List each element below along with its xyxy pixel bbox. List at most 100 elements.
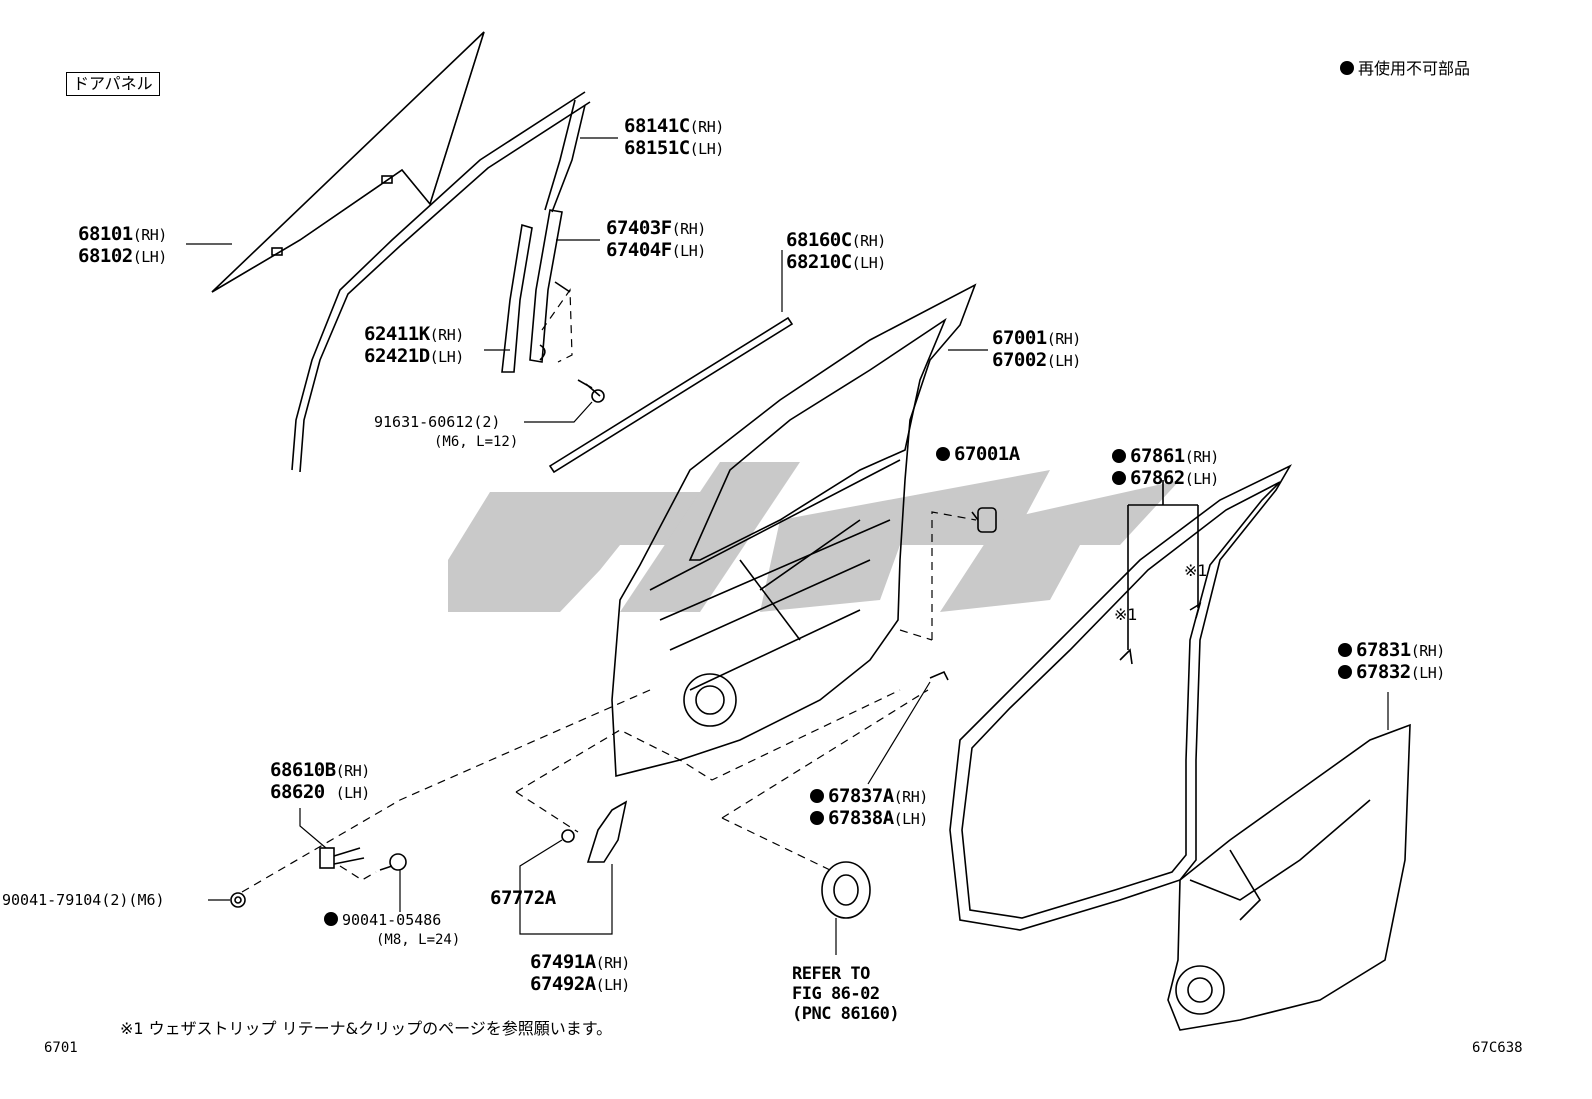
refer-line-2: FIG 86-02 xyxy=(792,984,880,1004)
fastener-spec-91631: (M6, L=12) xyxy=(434,434,519,450)
non-reusable-marker-icon xyxy=(324,912,338,926)
rh-suffix: (RH) xyxy=(1184,448,1220,466)
bolt-90041 xyxy=(379,853,407,871)
watermark xyxy=(448,462,1180,612)
cover-67491a xyxy=(561,800,628,863)
fastener-spec-90041-05486: (M8, L=24) xyxy=(376,932,461,948)
fastener-label-91631[interactable]: 91631-60612(2) xyxy=(374,413,501,431)
rh-suffix: (RH) xyxy=(1410,642,1446,660)
lh-suffix: (LH) xyxy=(595,976,631,994)
clip-67001a xyxy=(971,507,997,533)
part-number-rh: 67403F xyxy=(606,217,672,239)
rh-suffix: (RH) xyxy=(851,232,887,250)
rh-suffix: (RH) xyxy=(893,788,929,806)
part-number-lh: 68620 xyxy=(270,781,325,803)
non-reusable-marker-icon xyxy=(936,447,950,461)
part-label-68160c[interactable]: 68160C(RH) 68210C(LH) xyxy=(786,230,886,274)
part-number-lh: 67838A xyxy=(828,807,894,829)
lh-suffix: (LH) xyxy=(893,810,929,828)
part-label-68101[interactable]: 68101(RH) 68102(LH) xyxy=(78,224,167,268)
line-art xyxy=(211,31,1411,1031)
non-reusable-marker-icon xyxy=(1338,665,1352,679)
part-number-rh: 67861 xyxy=(1130,445,1185,467)
rh-suffix: (RH) xyxy=(689,118,725,136)
part-label-67831[interactable]: 67831(RH) 67832(LH) xyxy=(1338,640,1445,684)
part-label-67837a[interactable]: 67837A(RH) 67838A(LH) xyxy=(810,786,928,830)
part-number-lh: 68102 xyxy=(78,245,133,267)
part-number-rh: 67837A xyxy=(828,785,894,807)
dashed-lines xyxy=(241,288,977,893)
rh-suffix: (RH) xyxy=(595,954,631,972)
refer-line-1: REFER TO xyxy=(792,964,870,984)
fastener-label-90041-05486[interactable]: 90041-05486 xyxy=(324,912,441,928)
lh-suffix: (LH) xyxy=(429,348,465,366)
rh-suffix: (RH) xyxy=(429,326,465,344)
door-panel xyxy=(611,283,977,778)
non-reusable-marker-icon xyxy=(1338,643,1352,657)
part-number-rh: 68160C xyxy=(786,229,852,251)
part-label-67001[interactable]: 67001(RH) 67002(LH) xyxy=(992,328,1081,372)
rh-suffix: (RH) xyxy=(335,762,371,780)
clip-67837a xyxy=(929,670,949,681)
nut xyxy=(230,892,246,908)
part-number-lh: 67404F xyxy=(606,239,672,261)
footnote: ※1 ウェザストリップ リテーナ&クリップのページを参照願います。 xyxy=(120,1019,613,1038)
fastener-label-90041-79104[interactable]: 90041-79104(2)(M6) xyxy=(2,891,165,909)
part-label-68141c[interactable]: 68141C(RH) 68151C(LH) xyxy=(624,116,724,160)
part-number-lh: 68210C xyxy=(786,251,852,273)
non-reusable-marker-icon xyxy=(1112,449,1126,463)
part-number-lh: 67832 xyxy=(1356,661,1411,683)
non-reusable-marker-icon xyxy=(1340,61,1354,75)
speaker xyxy=(821,861,871,919)
door-glass xyxy=(211,31,485,293)
lh-suffix: (LH) xyxy=(851,254,887,272)
note-mark-1: ※1 xyxy=(1184,561,1208,580)
rh-suffix: (RH) xyxy=(671,220,707,238)
part-number-rh: 68101 xyxy=(78,223,133,245)
legend: 再使用不可部品 xyxy=(1340,60,1470,78)
lh-suffix: (LH) xyxy=(1184,470,1220,488)
rh-suffix: (RH) xyxy=(132,226,168,244)
run-channel xyxy=(291,91,591,473)
part-label-67772a[interactable]: 67772A xyxy=(490,887,556,909)
lh-suffix: (LH) xyxy=(1410,664,1446,682)
hinge xyxy=(319,847,365,869)
part-label-67491a[interactable]: 67491A(RH) 67492A(LH) xyxy=(530,952,630,996)
part-number-lh: 67492A xyxy=(530,973,596,995)
refer-label[interactable]: REFER TO FIG 86-02 (PNC 86160) xyxy=(792,964,900,1024)
rh-suffix: (RH) xyxy=(1046,330,1082,348)
lh-suffix: (LH) xyxy=(671,242,707,260)
part-number-rh: 68141C xyxy=(624,115,690,137)
note-mark-2: ※1 xyxy=(1114,605,1138,624)
lh-suffix: (LH) xyxy=(132,248,168,266)
division-bar xyxy=(501,209,571,373)
part-number-rh: 62411K xyxy=(364,323,430,345)
non-reusable-marker-icon xyxy=(1112,471,1126,485)
lh-suffix: (LH) xyxy=(1046,352,1082,370)
fastener-code: 90041-05486 xyxy=(342,911,442,929)
page-code-left: 6701 xyxy=(44,1040,78,1056)
door-trim xyxy=(1167,723,1411,1031)
part-number-lh: 67862 xyxy=(1130,467,1185,489)
page-code-right: 67C638 xyxy=(1472,1040,1523,1056)
title-box: ドアパネル xyxy=(66,72,160,96)
refer-line-3: (PNC 86160) xyxy=(792,1004,900,1024)
part-label-67861[interactable]: 67861(RH) 67862(LH) xyxy=(1112,446,1219,490)
part-label-62411k[interactable]: 62411K(RH) 62421D(LH) xyxy=(364,324,464,368)
part-label-68610b[interactable]: 68610B(RH) 68620 (LH) xyxy=(270,760,370,804)
non-reusable-marker-icon xyxy=(810,789,824,803)
part-number-rh: 67001 xyxy=(992,327,1047,349)
weatherstrip xyxy=(949,464,1293,931)
leader-lines xyxy=(186,137,1389,955)
part-number-rh: 68610B xyxy=(270,759,336,781)
part-number: 67001A xyxy=(954,443,1020,465)
part-number-lh: 67002 xyxy=(992,349,1047,371)
part-label-67001a[interactable]: 67001A xyxy=(936,444,1020,465)
part-number-rh: 67491A xyxy=(530,951,596,973)
part-number-lh: 68151C xyxy=(624,137,690,159)
lh-suffix: (LH) xyxy=(335,784,371,802)
part-label-67403f[interactable]: 67403F(RH) 67404F(LH) xyxy=(606,218,706,262)
non-reusable-marker-icon xyxy=(810,811,824,825)
belt-moulding xyxy=(548,316,794,474)
